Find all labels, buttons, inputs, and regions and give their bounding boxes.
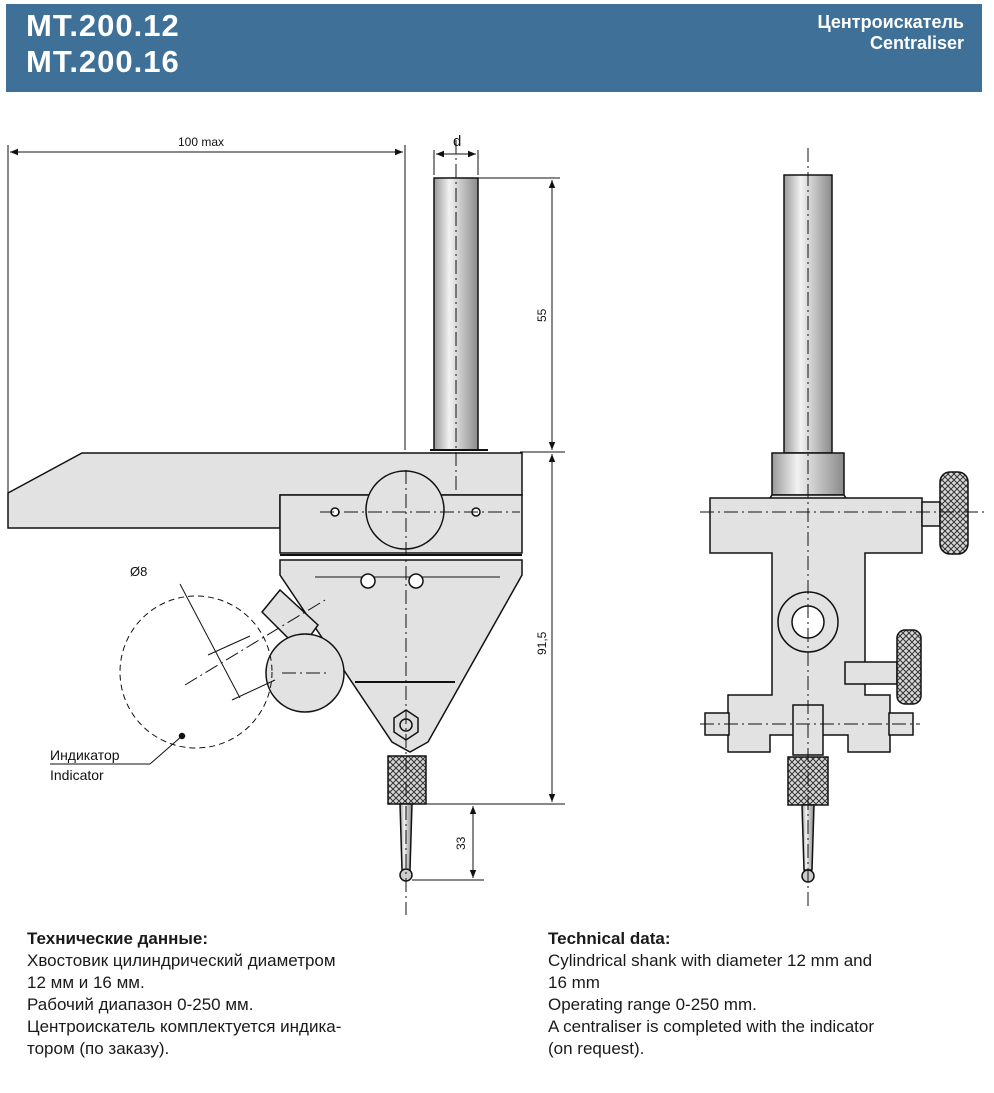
spec-line: тором (по заказу).: [27, 1039, 170, 1058]
page-header: MT.200.12 MT.200.16 Центроискатель Centr…: [6, 4, 982, 92]
spec-line: Центроискатель комплектуется индика-: [27, 1017, 342, 1036]
side-view: [7, 140, 565, 915]
spec-line: Cylindrical shank with diameter 12 mm an…: [548, 951, 873, 970]
spec-line: (on request).: [548, 1039, 645, 1058]
title-russian: Центроискатель: [817, 12, 964, 32]
dim-tip-length-label: 33: [454, 836, 468, 850]
dim-diameter-label: d: [453, 133, 461, 150]
title-english: Centraliser: [869, 33, 964, 53]
technical-drawing: 100 max d 55 91,5 33 Ø8 Индикатор Indica…: [7, 133, 985, 915]
dim-hole-diameter-label: Ø8: [130, 564, 147, 579]
spec-heading-en: Technical data:: [548, 929, 671, 948]
indicator-label-en: Indicator: [50, 767, 104, 783]
spec-line: Хвостовик цилиндрический диаметром: [27, 951, 336, 970]
spec-line: Рабочий диапазон 0-250 мм.: [27, 995, 254, 1014]
indicator-label-ru: Индикатор: [50, 747, 120, 763]
model-code-2: MT.200.16: [26, 44, 180, 79]
dim-reach-label: 100 max: [178, 135, 224, 149]
spec-line: Operating range 0-250 mm.: [548, 995, 757, 1014]
spec-heading-ru: Технические данные:: [27, 929, 209, 948]
dim-body-height-label: 91,5: [535, 631, 549, 655]
spec-line: A centraliser is completed with the indi…: [548, 1017, 874, 1036]
dim-shank-length-label: 55: [535, 308, 549, 322]
spec-line: 12 мм и 16 мм.: [27, 973, 145, 992]
spec-line: 16 mm: [548, 973, 600, 992]
spec-english: Technical data: Cylindrical shank with d…: [548, 928, 968, 1060]
spec-russian: Технические данные: Хвостовик цилиндриче…: [27, 928, 467, 1060]
front-view: [700, 148, 985, 910]
model-code-1: MT.200.12: [26, 8, 180, 43]
